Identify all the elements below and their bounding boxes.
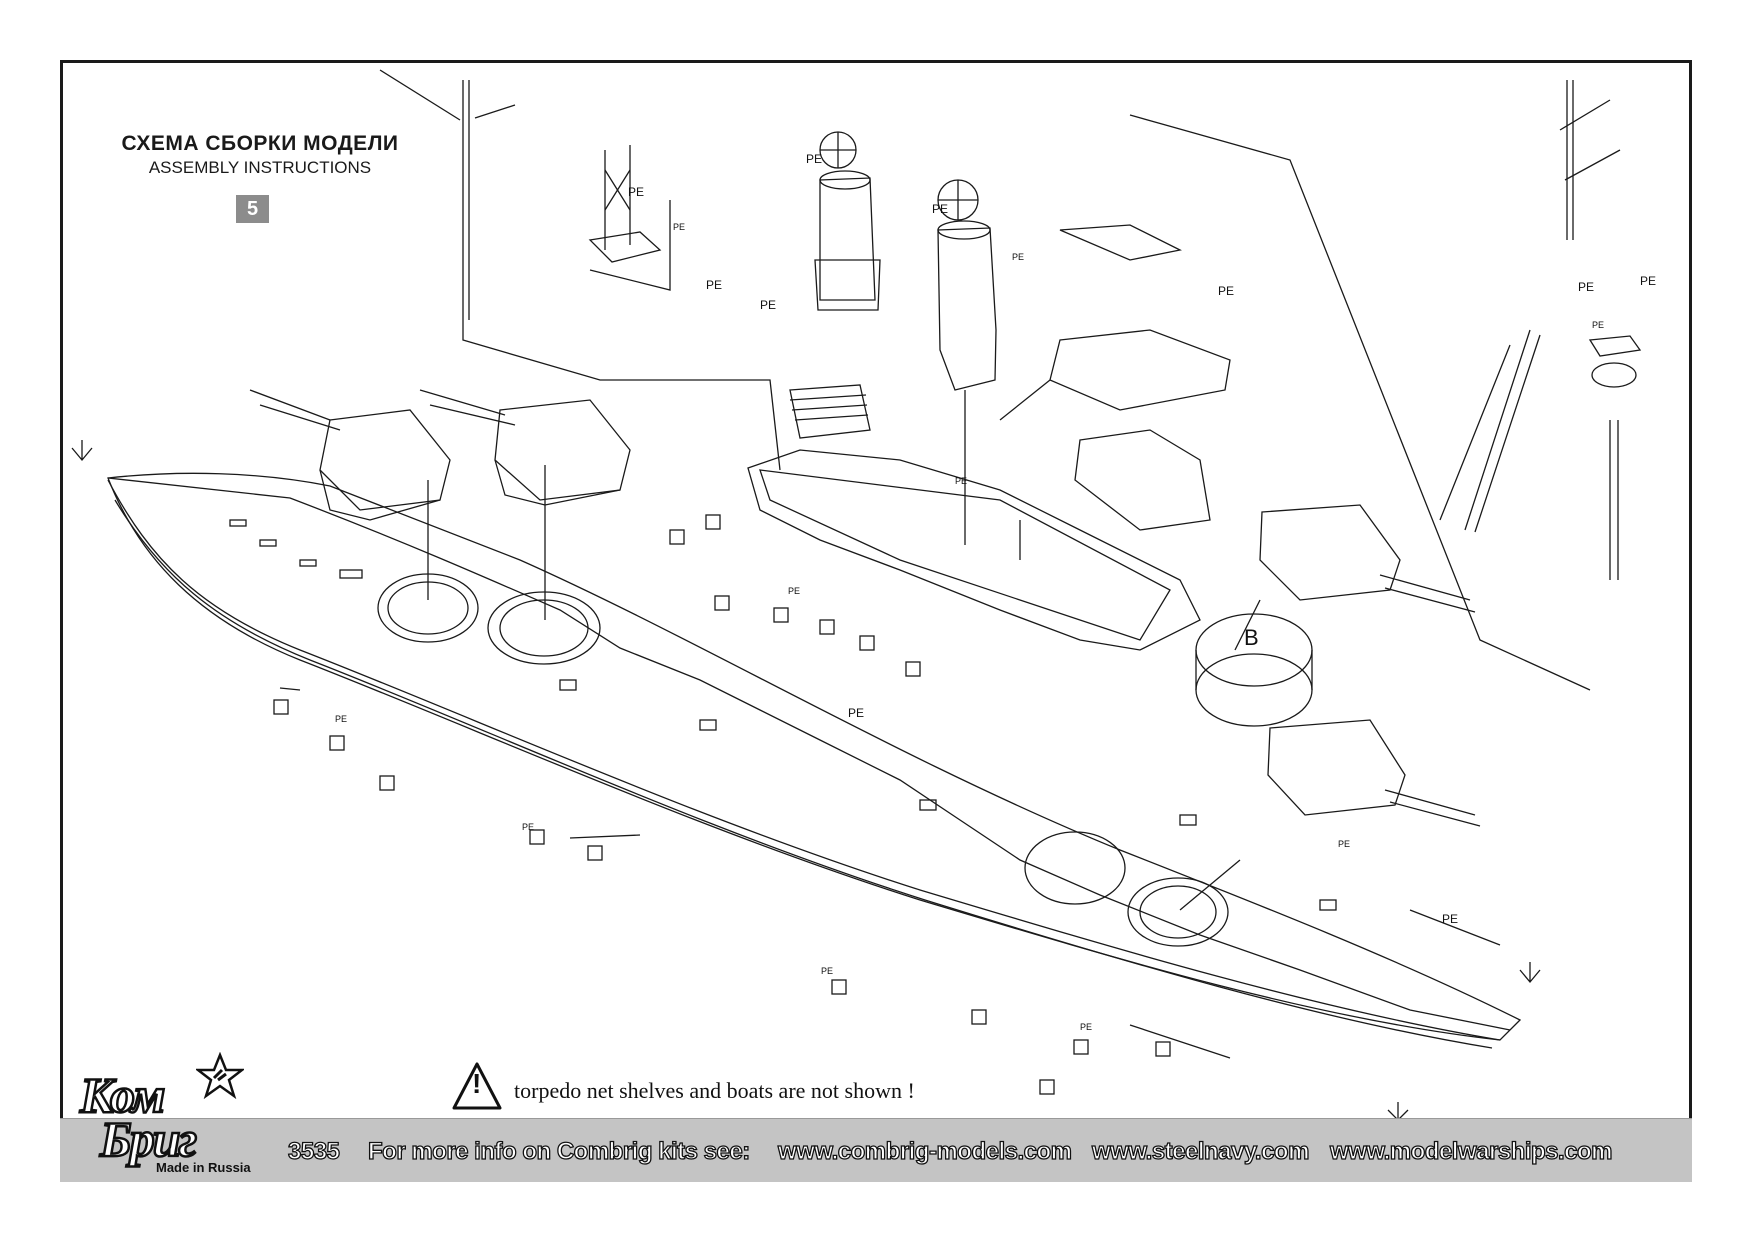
logo-text-line1: Ком [79,1066,167,1125]
barbette-ring-c [1024,831,1126,905]
warning-text: torpedo net shelves and boats are not sh… [514,1078,915,1103]
forward-turret-1 [319,409,451,511]
pe-label: PE [1442,912,1459,926]
hull-side-line [107,479,1501,1041]
turret-label-b: B [1244,625,1259,650]
pe-label: PE [821,966,834,976]
pe-label: PE [848,706,865,720]
warning-triangle-icon [452,1062,502,1110]
logo-text-line2: Бриг [99,1110,199,1169]
pe-label: PE [522,822,535,832]
pe-label: PE [628,185,645,199]
pe-label: PE [1338,839,1351,849]
warning-symbol: ! [472,1068,482,1099]
footer-url-combrig[interactable]: www.combrig-models.com [777,1137,1072,1165]
title-english: ASSEMBLY INSTRUCTIONS [148,158,372,177]
upper-deck [747,449,1201,651]
pe-label: PE [1578,280,1595,294]
barbette-ring-b [487,591,601,665]
ship-assembly-drawing [71,69,1642,1120]
pe-label: PE [1218,284,1235,298]
hull-outline [107,472,1522,1041]
pe-label: PE [706,278,723,292]
pe-label: PE [788,586,801,596]
pe-label: PE [1012,252,1025,262]
pe-label: PE [1640,274,1657,288]
pe-label: PE [760,298,777,312]
funnel-aft [937,227,997,391]
guide-line-2 [1129,114,1591,691]
anchor-bow [71,440,93,462]
anchor-stern-1 [1519,962,1541,984]
aft-bridge [1049,329,1231,411]
footer-url-modelwarships[interactable]: www.modelwarships.com [1329,1137,1613,1165]
barbette-ring-d [1127,877,1229,947]
pe-label: PE [1080,1022,1093,1032]
drawing-frame [60,60,1692,1182]
pe-label: PE [932,202,949,216]
pe-label: PE [335,714,348,724]
funnel-forward [819,177,876,301]
footer-url-steelnavy[interactable]: www.steelnavy.com [1091,1137,1310,1165]
title-russian: СХЕМА СБОРКИ МОДЕЛИ [121,132,399,155]
guide-line-3 [589,200,671,291]
forward-turret-2 [494,399,631,501]
pe-label: PE [673,222,686,232]
upper-deck-inner [759,469,1171,641]
aft-turret-2 [1267,719,1406,816]
footer-bar [60,1118,1692,1182]
pe-label: PE [955,476,968,486]
star-icon [196,1052,244,1100]
hull-waterline [114,499,1493,1049]
logo-made-in: Made in Russia [156,1160,251,1175]
anchor-stern-2 [1387,1102,1409,1120]
guide-line-1 [462,320,781,471]
pe-label: PE [1592,320,1605,330]
pe-label: PE [806,152,823,166]
kit-number: 3535 [287,1137,340,1165]
aft-turret-1 [1259,504,1401,601]
footer-info-text: For more info on Combrig kits see: [367,1137,751,1165]
forward-bridge-platform [588,231,662,263]
step-number-badge: 5 [236,195,269,223]
aft-superstructure [1074,429,1211,531]
mainmast-top [1588,335,1642,357]
funnel-base [789,384,871,439]
main-deck [107,477,1511,1031]
